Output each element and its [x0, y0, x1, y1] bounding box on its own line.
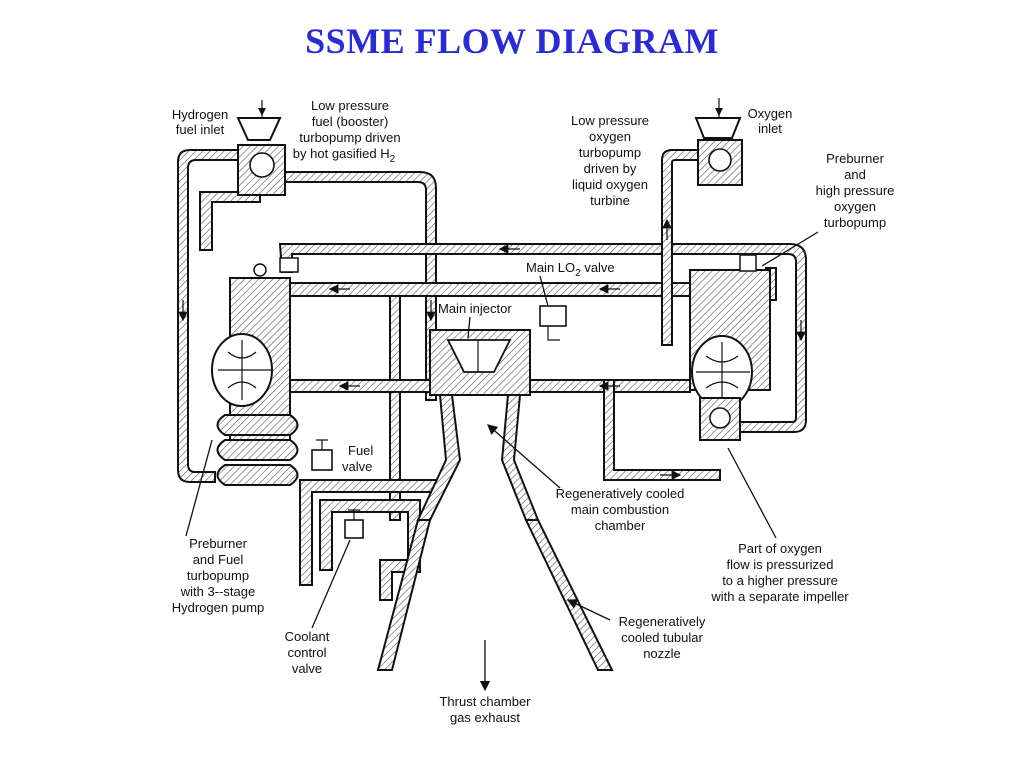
svg-text:Low pressure: Low pressure [311, 98, 389, 113]
svg-text:Preburner: Preburner [189, 536, 247, 551]
label-oxygen-part: Part of oxygen flow is pressurized to a … [710, 447, 849, 604]
upper-loop-pipe [278, 243, 807, 433]
chamber-right-wall [500, 394, 540, 521]
label-regen-chamber: Regeneratively cooled main combustion ch… [487, 424, 685, 533]
svg-text:Preburner: Preburner [826, 151, 884, 166]
label-thrust-exhaust: Thrust chamber gas exhaust [439, 694, 531, 725]
svg-text:valve: valve [292, 661, 322, 676]
right-lower-loop-pipe [603, 379, 721, 481]
label-oxygen-inlet: Oxygen inlet [748, 106, 793, 136]
svg-text:Part of oxygen: Part of oxygen [738, 541, 822, 556]
svg-text:turbopump: turbopump [824, 215, 886, 230]
hp-oxygen-turbopump [689, 254, 771, 441]
svg-text:oxygen: oxygen [589, 129, 631, 144]
right-outer-pipe [661, 149, 701, 346]
chamber-left-wall [416, 394, 462, 521]
svg-text:driven by: driven by [584, 161, 637, 176]
svg-text:turbopump driven: turbopump driven [299, 130, 400, 145]
svg-text:Main LO2 valve: Main LO2 valve [526, 260, 615, 279]
svg-text:nozzle: nozzle [643, 646, 681, 661]
svg-text:Coolant: Coolant [285, 629, 330, 644]
svg-text:high pressure: high pressure [816, 183, 895, 198]
svg-text:and: and [844, 167, 866, 182]
lp-fuel-top-pipe [279, 171, 437, 401]
svg-text:Thrust chamber: Thrust chamber [439, 694, 531, 709]
page-title: SSME FLOW DIAGRAM [305, 21, 719, 61]
nozzle-right-wall [524, 519, 614, 671]
valves [279, 257, 364, 539]
preburner-fuel-turbopump [211, 263, 299, 486]
svg-text:turbine: turbine [590, 193, 630, 208]
svg-text:fuel inlet: fuel inlet [176, 122, 225, 137]
svg-text:gas exhaust: gas exhaust [450, 710, 520, 725]
label-lp-oxygen-turbopump: Low pressure oxygen turbopump driven by … [571, 113, 649, 208]
label-coolant-valve: Coolant control valve [285, 539, 351, 676]
svg-text:and Fuel: and Fuel [193, 552, 244, 567]
svg-text:liquid oxygen: liquid oxygen [572, 177, 648, 192]
svg-text:Hydrogen pump: Hydrogen pump [172, 600, 265, 615]
svg-text:with a separate impeller: with a separate impeller [710, 589, 849, 604]
label-preburner-fuel: Preburner and Fuel turbopump with 3--sta… [172, 439, 265, 615]
svg-text:by hot gasified H2: by hot gasified H2 [293, 146, 396, 165]
svg-text:chamber: chamber [595, 518, 646, 533]
left-outer-pipe [177, 149, 239, 483]
svg-text:inlet: inlet [758, 121, 782, 136]
lp-oxygen-turbopump [694, 98, 743, 186]
flow-arrows [178, 218, 806, 480]
label-lp-fuel-turbopump: Low pressure fuel (booster) turbopump dr… [293, 98, 401, 165]
svg-text:Fuel: Fuel [348, 443, 373, 458]
svg-text:main combustion: main combustion [571, 502, 669, 517]
label-main-lo2-valve: Main LO2 valve [526, 260, 615, 307]
svg-text:with 3--stage: with 3--stage [180, 584, 255, 599]
svg-text:turbopump: turbopump [579, 145, 641, 160]
thrust-chamber [376, 305, 614, 692]
svg-text:Main injector: Main injector [438, 301, 512, 316]
label-regen-nozzle: Regeneratively cooled tubular nozzle [566, 599, 706, 661]
svg-text:flow is pressurized: flow is pressurized [727, 557, 834, 572]
label-preburner-hp-oxygen: Preburner and high pressure oxygen turbo… [761, 151, 895, 267]
svg-text:oxygen: oxygen [834, 199, 876, 214]
nozzle-left-wall [376, 519, 432, 671]
svg-text:control: control [287, 645, 326, 660]
svg-text:to a higher pressure: to a higher pressure [722, 573, 838, 588]
svg-text:Low pressure: Low pressure [571, 113, 649, 128]
svg-text:Hydrogen: Hydrogen [172, 107, 228, 122]
h2-down-pipe [199, 191, 261, 251]
svg-text:Regeneratively cooled: Regeneratively cooled [556, 486, 685, 501]
svg-text:Regeneratively: Regeneratively [619, 614, 706, 629]
svg-text:turbopump: turbopump [187, 568, 249, 583]
svg-text:fuel (booster): fuel (booster) [312, 114, 389, 129]
svg-text:Oxygen: Oxygen [748, 106, 793, 121]
svg-text:valve: valve [342, 459, 372, 474]
label-fuel-valve: Fuel valve [342, 443, 373, 474]
lp-fuel-turbopump [236, 100, 286, 196]
label-hydrogen-inlet: Hydrogen fuel inlet [172, 107, 228, 137]
svg-text:cooled tubular: cooled tubular [621, 630, 703, 645]
label-main-injector: Main injector [438, 301, 512, 339]
